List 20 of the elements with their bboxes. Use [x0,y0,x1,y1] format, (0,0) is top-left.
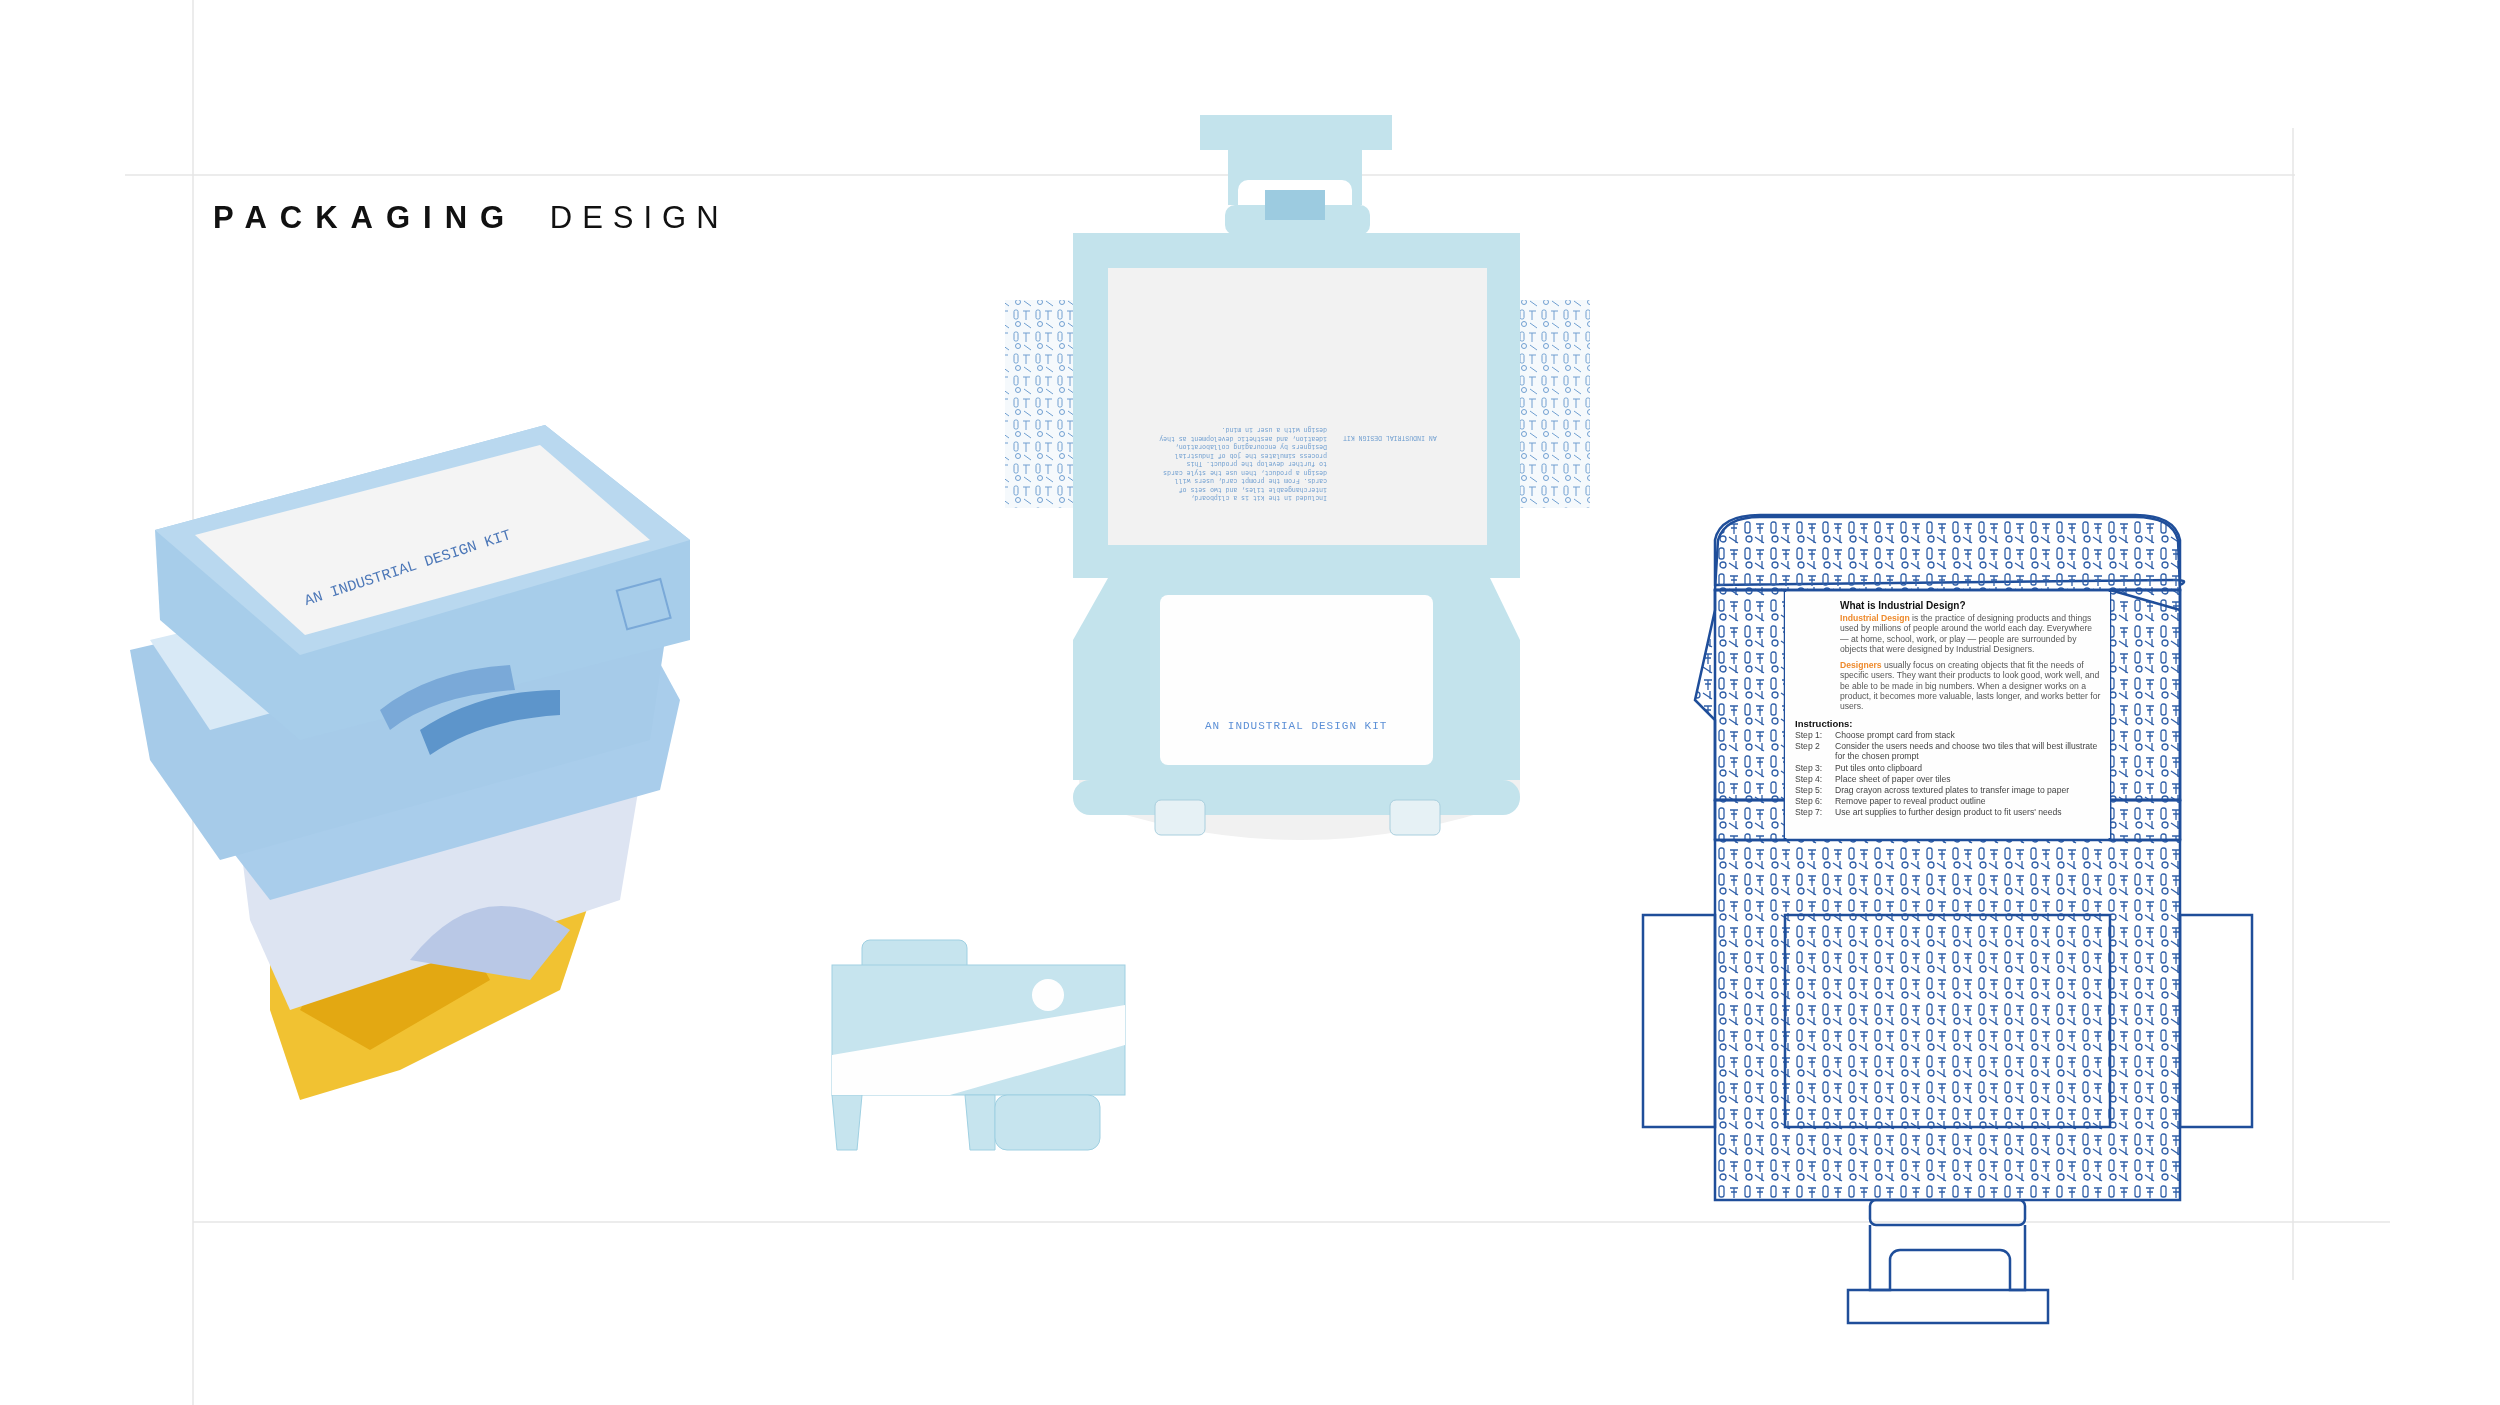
step-text: Consider the users needs and choose two tiles that will best illustrate for the chosen prompt [1835,741,2099,762]
step-text: Put tiles onto clipboard [1835,763,1923,774]
step-label: Step 2 [1795,741,1820,752]
heading: What is Industrial Design? [1840,600,1966,611]
step-text: Place sheet of paper over tiles [1835,774,1952,785]
step-label: Step 1: [1795,730,1823,741]
step-label: Step 5: [1795,785,1823,796]
heading: Instructions: [1795,718,1853,729]
paragraph: Designers usually focus on creating objects that fit the needs of specific users. They want their products to look good, work well, and be able to be made in big numbers. When a designer works on a product, it becomes more valuable, lasts longer, and works better for users. [1840,660,2102,712]
step-text: Choose prompt card from stack [1835,730,1956,741]
step-text: Remove paper to reveal product outline [1835,796,1987,807]
step-label: Step 3: [1795,763,1823,774]
step-text: Use art supplies to further design product to fit users' needs [1835,807,2063,818]
step-label: Step 6: [1795,796,1823,807]
paragraph: Industrial Design is the practice of designing products and things used by millions of people around the world each day. Everywhere — at home, school, work, or play — people are surrounded by objects that were designed by Industrial Designers. [1840,613,2094,655]
step-text: Drag crayon across textured plates to transfer image to paper [1835,785,2071,796]
step-label: Step 7: [1795,807,1823,818]
tagline: AN INDUSTRIAL DESIGN KIT [1205,720,1388,732]
page-title: PACKAGING DESIGN [213,200,729,236]
step-label: Step 4: [1795,774,1823,785]
